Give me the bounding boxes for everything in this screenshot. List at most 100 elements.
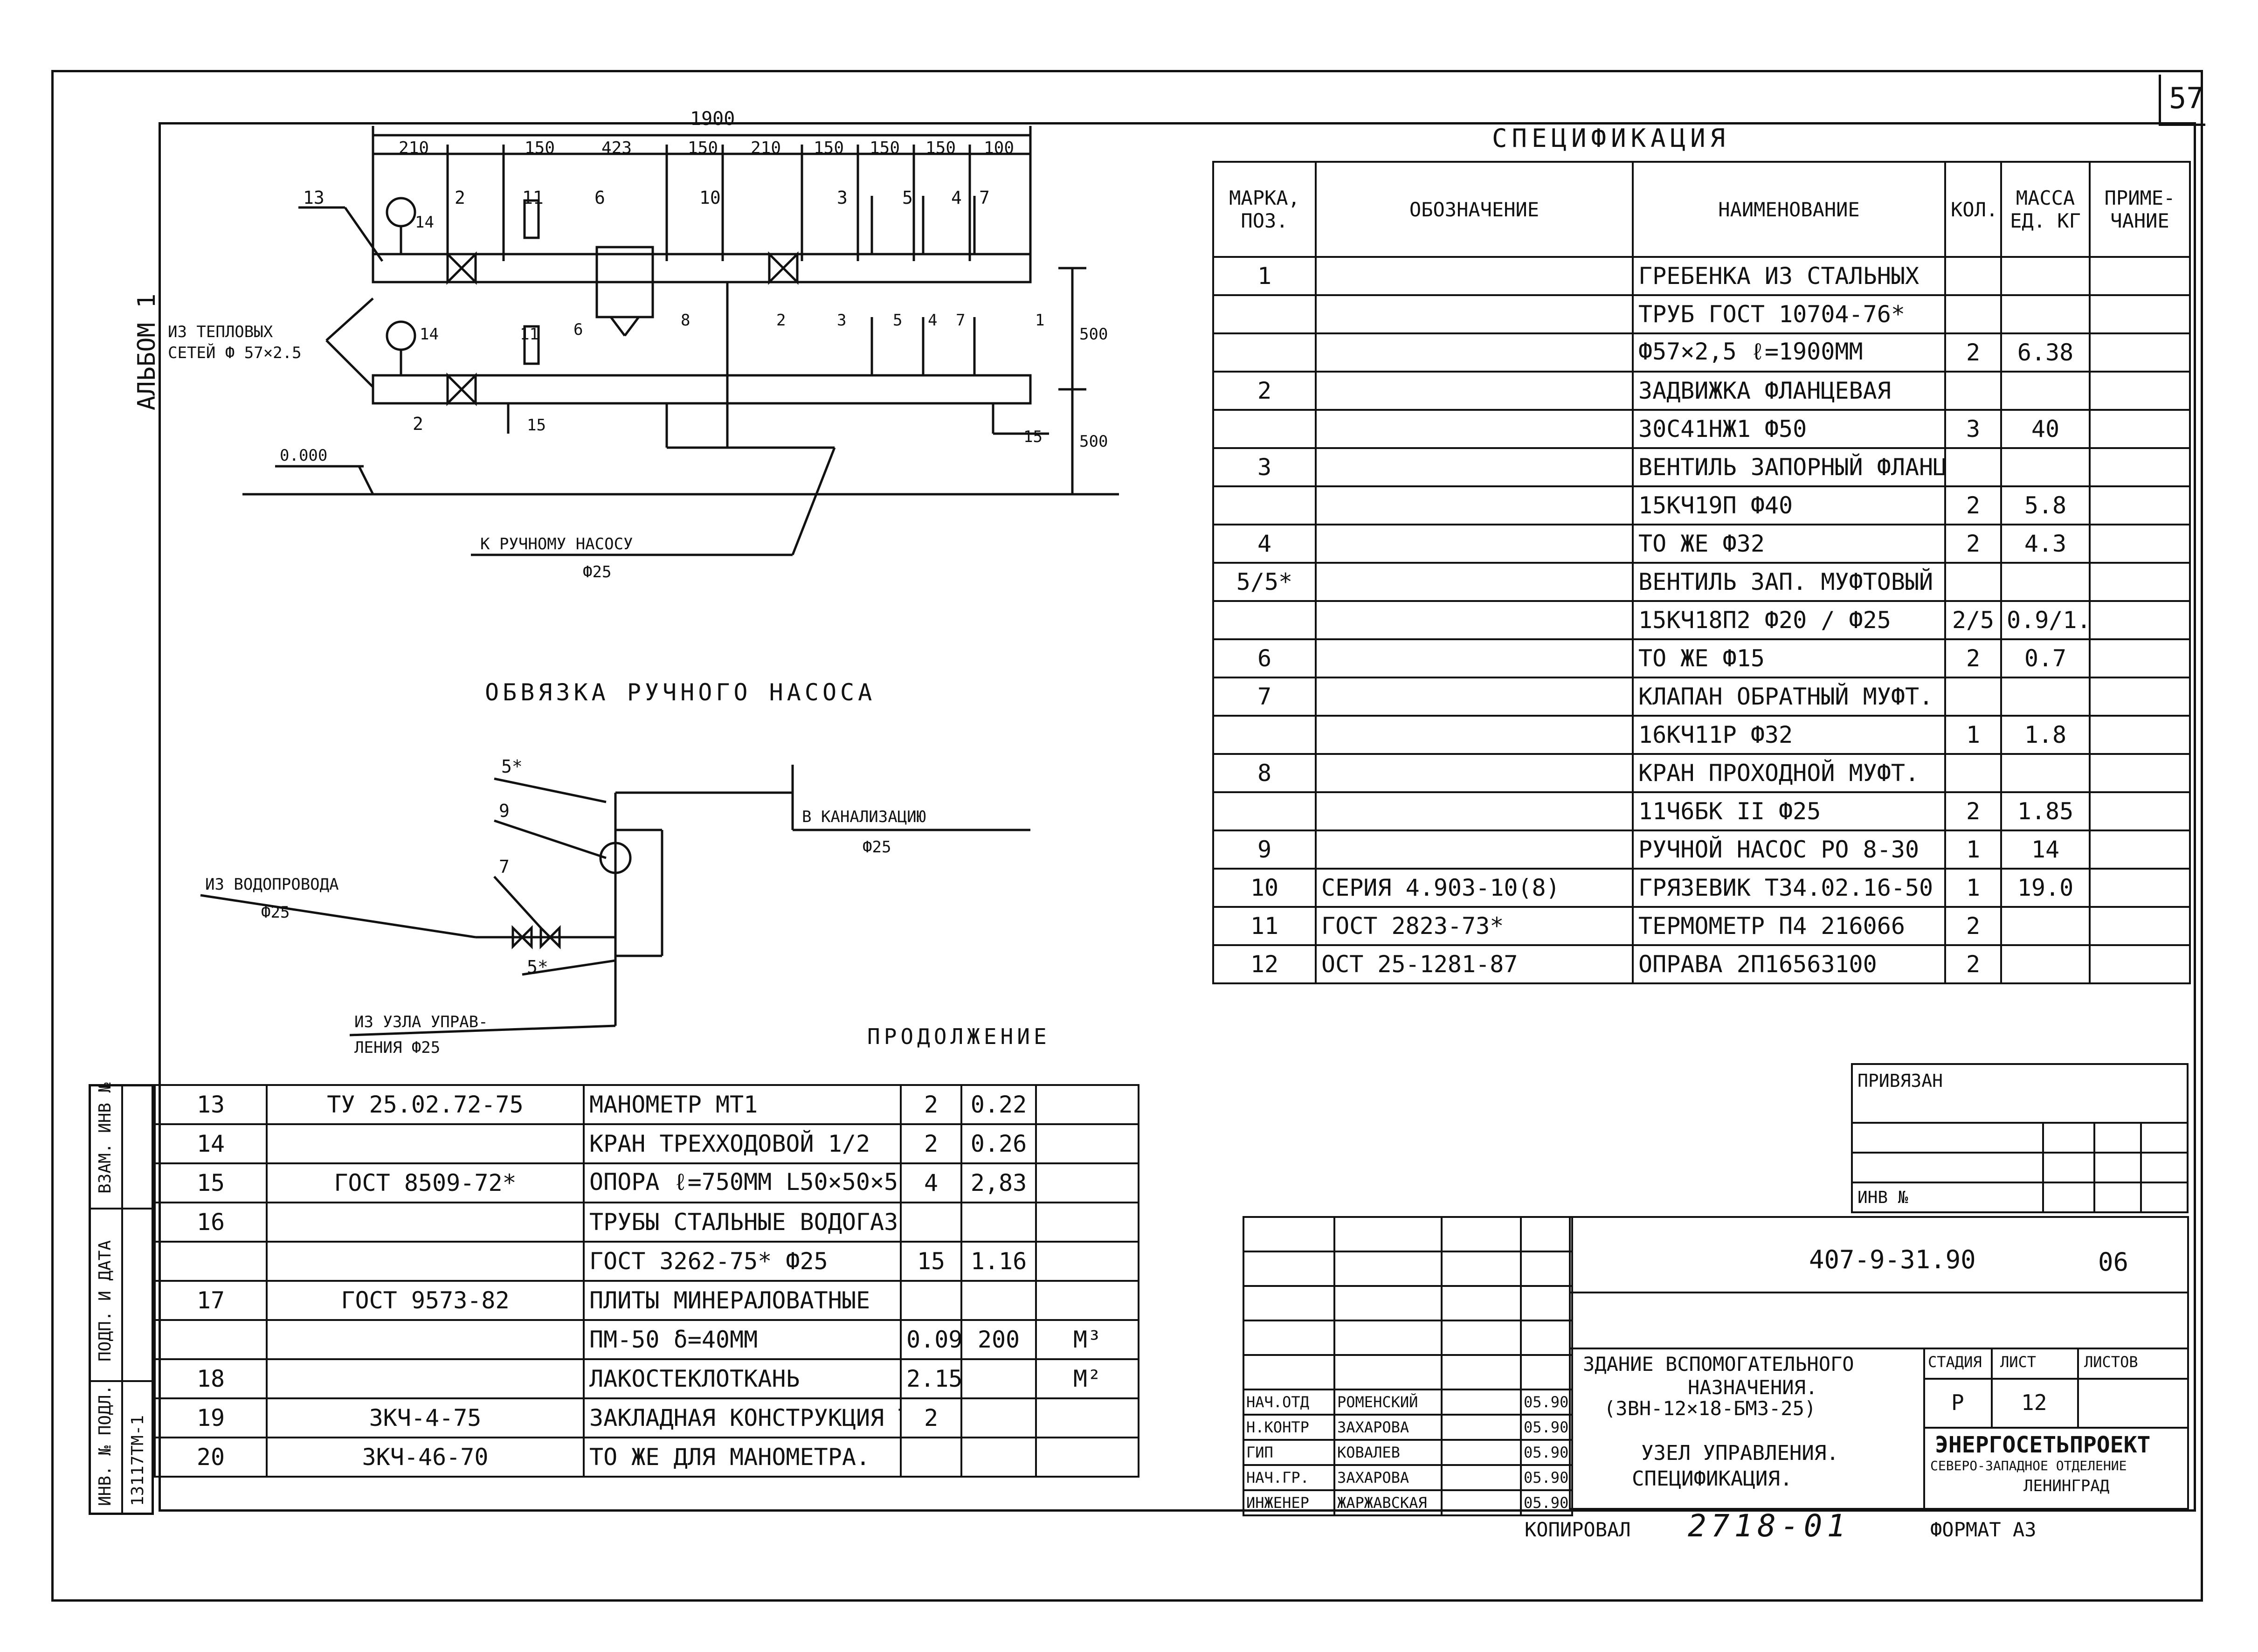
spec-cell-pos: [1212, 409, 1317, 449]
spec-cell-des: [1315, 677, 1634, 717]
spec-cell-mass: 4.3: [2000, 524, 2091, 564]
spec-cell-des: [1315, 638, 1634, 678]
cont-cell-mass: [960, 1202, 1037, 1243]
spec-cell-qty: [1944, 447, 2002, 487]
spec-cell-note: [2089, 944, 2191, 984]
spec-cell-pos: [1212, 485, 1317, 525]
cont-cell-note: [1035, 1437, 1139, 1478]
spec-cell-mass: [2000, 906, 2091, 946]
pos-label: 2: [413, 414, 423, 434]
cont-cell-name: МАНОМЕТР МТ1: [583, 1084, 902, 1125]
spec-cell-pos: 6: [1212, 638, 1317, 678]
spec-cell-note: [2089, 524, 2191, 564]
cont-cell-des: ГОСТ 9573-82: [266, 1280, 585, 1321]
cont-cell-pos: [154, 1241, 268, 1282]
cont-cell-pos: [154, 1319, 268, 1360]
building-line-1: ЗДАНИЕ ВСПОМОГАТЕЛЬНОГО: [1583, 1353, 1854, 1376]
spec-cell-qty: 2: [1944, 944, 2002, 984]
cont-cell-pos: 15: [154, 1162, 268, 1203]
building-line-2: НАЗНАЧЕНИЯ.: [1688, 1376, 1818, 1399]
pos-label: 13: [303, 187, 325, 208]
pos-label: 8: [681, 311, 691, 330]
dim-9: 100: [984, 138, 1015, 158]
spec-cell-note: [2089, 715, 2191, 755]
document-sheet-code: 06: [2098, 1247, 2129, 1277]
strip-label-sign: ПОДП. И ДАТА: [96, 1240, 115, 1362]
cont-cell-note: [1035, 1397, 1139, 1438]
spec-cell-name: ЗАДВИЖКА ФЛАНЦЕВАЯ: [1632, 371, 1946, 411]
pos-label: 7: [979, 187, 990, 208]
person-date: 05.90: [1520, 1489, 1573, 1516]
spec-cell-pos: [1212, 332, 1317, 373]
cont-cell-mass: [960, 1437, 1037, 1478]
spec-cell-pos: 10: [1212, 868, 1317, 908]
cont-cell-name: ГОСТ 3262-75* Ф25: [583, 1241, 902, 1282]
spec-cell-pos: 8: [1212, 753, 1317, 793]
pos-label: 14: [415, 213, 434, 232]
spec-cell-des: [1315, 524, 1634, 564]
spec-cell-des: [1315, 485, 1634, 525]
spec-cell-mass: 1.85: [2000, 791, 2091, 831]
spec-cell-des: [1315, 600, 1634, 640]
approval-strip-divider: [121, 1084, 123, 1515]
dim-6: 150: [814, 138, 844, 158]
pump-diagram-title: ОБВЯЗКА РУЧНОГО НАСОСА: [485, 679, 876, 706]
pos-label: 15: [527, 416, 546, 435]
label-to-pump-size: Ф25: [583, 563, 612, 581]
dim-overall: 1900: [690, 108, 735, 130]
spec-cell-pos: 3: [1212, 447, 1317, 487]
col-name: НАИМЕНОВАНИЕ: [1632, 161, 1946, 258]
cont-cell-note: [1035, 1280, 1139, 1321]
spec-cell-note: [2089, 294, 2191, 334]
label-to-pump: К РУЧНОМУ НАСОСУ: [480, 535, 633, 553]
cont-cell-note: [1035, 1162, 1139, 1203]
sheet-label: ЛИСТ: [2000, 1353, 2037, 1371]
spec-cell-qty: 1: [1944, 868, 2002, 908]
person-name: ЗАХАРОВА: [1333, 1464, 1443, 1491]
continuation-title: ПРОДОЛЖЕНИЕ: [867, 1024, 1050, 1049]
dim-height-2: 500: [1079, 432, 1108, 451]
cont-cell-note: М²: [1035, 1358, 1139, 1399]
person-name: ЖАРЖАВСКАЯ: [1333, 1489, 1443, 1516]
cont-cell-note: [1035, 1084, 1139, 1125]
format-label: ФОРМАТ А3: [1930, 1518, 2037, 1541]
spec-cell-des: [1315, 791, 1634, 831]
org-division: СЕВЕРО-ЗАПАДНОЕ ОТДЕЛЕНИЕ: [1930, 1458, 2127, 1473]
spec-cell-name: ВЕНТИЛЬ ЗАПОРНЫЙ ФЛАНЦ.: [1632, 447, 1946, 487]
pump-pos-label: 5*: [501, 756, 523, 777]
spec-cell-des: [1315, 829, 1634, 870]
title-block-main: [1569, 1216, 2189, 1510]
label-supply: ИЗ ТЕПЛОВЫХ: [168, 323, 273, 341]
spec-table: МАРКА, ПОЗ. ОБОЗНАЧЕНИЕ НАИМЕНОВАНИЕ КОЛ…: [1212, 161, 2191, 984]
spec-cell-qty: [1944, 753, 2002, 793]
col-qty: КОЛ.: [1944, 161, 2002, 258]
cont-cell-des: ТУ 25.02.72-75: [266, 1084, 585, 1125]
pos-label: 5: [893, 311, 903, 330]
copied-label: КОПИРОВАЛ: [1525, 1518, 1631, 1541]
cont-cell-pos: 19: [154, 1397, 268, 1438]
cont-cell-name: ПМ-50 δ=40ММ: [583, 1319, 902, 1360]
person-name: КОВАЛЕВ: [1333, 1439, 1443, 1466]
cont-cell-des: [266, 1319, 585, 1360]
spec-cell-mass: [2000, 944, 2091, 984]
approval-strip-divider: [89, 1380, 154, 1382]
cont-cell-name: КРАН ТРЕХХОДОВОЙ 1/2: [583, 1123, 902, 1164]
spec-cell-des: [1315, 256, 1634, 296]
dim-1: 210: [399, 138, 429, 158]
person-name: РОМЕНСКИЙ: [1333, 1389, 1443, 1416]
cont-cell-name: ТО ЖЕ ДЛЯ МАНОМЕТРА.: [583, 1437, 902, 1478]
col-note: ПРИМЕ- ЧАНИЕ: [2089, 161, 2191, 258]
binding-table: ПРИВЯЗАН ИНВ №: [1851, 1063, 2189, 1213]
spec-cell-pos: [1212, 715, 1317, 755]
label-water-size: Ф25: [261, 903, 290, 922]
outer-frame: [51, 70, 2203, 1602]
pump-pos-label: 7: [499, 857, 510, 877]
